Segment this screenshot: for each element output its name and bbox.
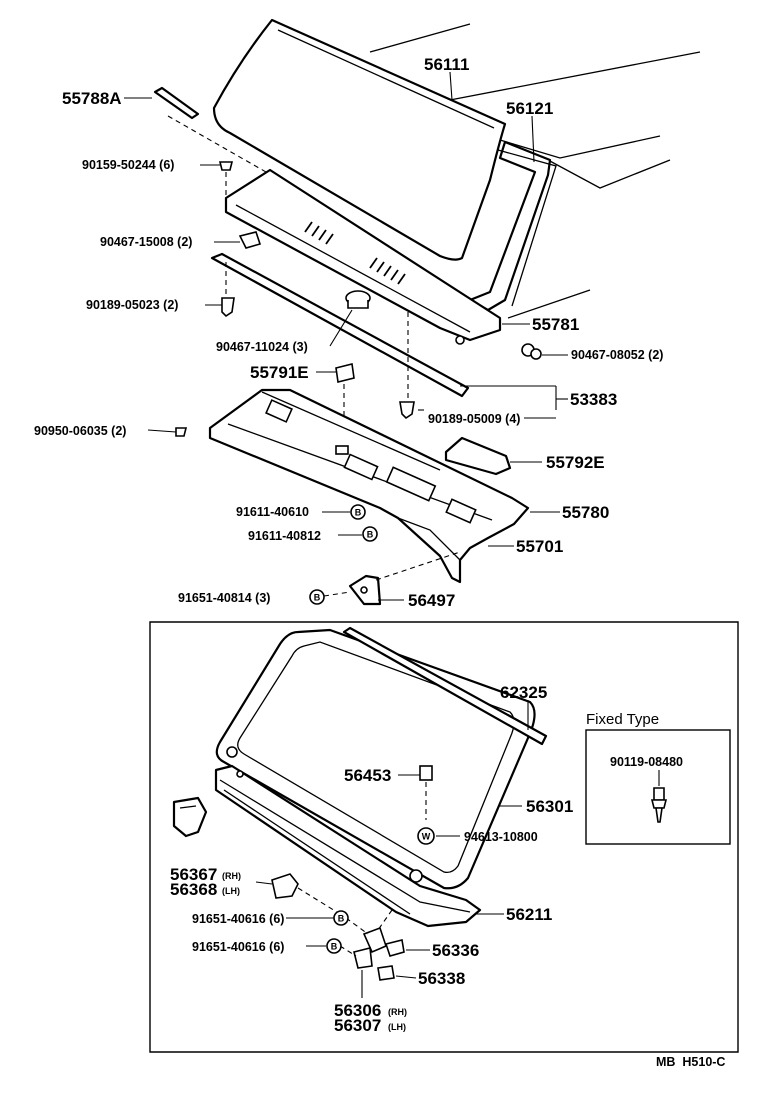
label-56121: 56121 (506, 99, 553, 118)
label-56453: 56453 (344, 766, 391, 785)
back-window-56301 (215, 628, 536, 890)
label-55781: 55781 (532, 315, 579, 334)
label-90467-11024: 90467-11024 (3) (216, 340, 308, 354)
label-90159-50244: 90159-50244 (6) (82, 158, 174, 172)
label-90467-08052: 90467-08052 (2) (571, 348, 663, 362)
cover-55792e (444, 436, 512, 476)
marker-b: B (331, 942, 338, 952)
label-56306-rh: (RH) (388, 1007, 407, 1017)
cap-90467-11024 (345, 290, 371, 309)
cowl-panel-55780 (208, 388, 530, 584)
label-90189-05023: 90189-05023 (2) (86, 298, 178, 312)
label-91651-40814: 91651-40814 (3) (178, 591, 270, 605)
bolt-marker-91651-40616-b: B (326, 938, 342, 954)
molding-62325 (342, 626, 548, 746)
label-53383: 53383 (570, 390, 617, 409)
molding-55788a (153, 86, 281, 181)
lower-frame (149, 621, 739, 1053)
label-55780: 55780 (562, 503, 609, 522)
marker-w: W (422, 832, 431, 842)
marker-b: B (367, 530, 374, 540)
label-55791e: 55791E (250, 363, 309, 382)
clip-90189-05009 (399, 312, 415, 420)
label-56368-lh: (LH) (222, 886, 240, 896)
bolt-marker-91651-40616-a: B (333, 910, 349, 926)
marker-b: B (338, 914, 345, 924)
lower-leaders (255, 700, 529, 998)
washer-marker-94613-10800: W (417, 827, 435, 845)
label-56307-lh: (LH) (388, 1022, 406, 1032)
clip-90159-50244 (218, 161, 234, 196)
label-94613-10800: 94613-10800 (464, 830, 538, 844)
label-91651-40616-a: 91651-40616 (6) (192, 912, 284, 926)
stay-56367 (172, 796, 208, 838)
label-56338: 56338 (418, 969, 465, 988)
inset-title: Fixed Type (586, 711, 659, 728)
frame-56211 (214, 764, 482, 928)
label-56367: 56367 (170, 865, 217, 884)
bolt-marker-91611-40812: B (362, 526, 378, 542)
bolt-marker-91651-40814: B (309, 589, 351, 605)
bolt-56453 (419, 765, 433, 820)
bolt-marker-91611-40610: B (350, 504, 366, 520)
seal-strip-53383 (210, 252, 470, 398)
label-56211: 56211 (506, 905, 552, 924)
label-56497: 56497 (408, 591, 455, 610)
label-56368: 56368 (170, 880, 217, 899)
clip-90467-08052 (521, 343, 542, 360)
label-56367-rh: (RH) (222, 871, 241, 881)
label-56301: 56301 (526, 797, 573, 816)
clip-90189-05023 (221, 262, 235, 318)
label-91651-40616-b: 91651-40616 (6) (192, 940, 284, 954)
bracket-56497 (348, 551, 461, 606)
stay-bracket-56367 (271, 873, 341, 915)
label-90119-08480: 90119-08480 (610, 755, 683, 769)
label-90950-06035: 90950-06035 (2) (34, 424, 126, 438)
hinge-56336 (384, 939, 405, 957)
footer-code: MB H510-C (656, 1055, 725, 1069)
windshield-glass (212, 18, 507, 261)
label-91611-40610: 91611-40610 (236, 505, 309, 519)
marker-b: B (355, 508, 362, 518)
labels: 56111 56121 55788A 90159-50244 (6) 90467… (34, 55, 725, 1069)
fixed-type-inset (585, 729, 731, 845)
label-55701: 55701 (516, 537, 563, 556)
label-90467-15008: 90467-15008 (2) (100, 235, 192, 249)
marker-b: B (314, 593, 321, 603)
label-56307: 56307 (334, 1016, 381, 1035)
hinge-56338 (377, 965, 395, 981)
label-56111: 56111 (424, 55, 469, 74)
label-55792e: 55792E (546, 453, 605, 472)
upper-leaders (124, 71, 568, 601)
clip-90467-15008 (238, 231, 262, 249)
body-outline (369, 23, 701, 319)
label-90189-05009: 90189-05009 (4) (428, 412, 520, 426)
label-56306: 56306 (334, 1001, 381, 1020)
label-62325: 62325 (500, 683, 547, 702)
clip-90950-06035 (175, 427, 188, 437)
label-91611-40812: 91611-40812 (248, 529, 321, 543)
label-56336: 56336 (432, 941, 479, 960)
cowl-louver-55781 (224, 168, 502, 345)
label-55788a: 55788A (62, 89, 122, 108)
